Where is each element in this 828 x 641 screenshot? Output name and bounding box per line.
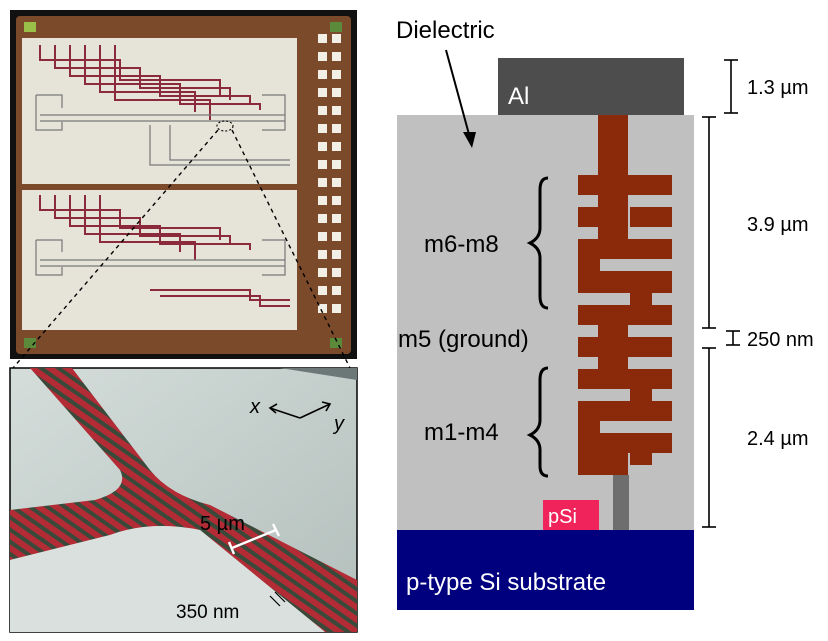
pitch-label: 350 nm xyxy=(176,602,239,623)
dimension-bars xyxy=(702,59,740,528)
lower-layer-label: m1-m4 xyxy=(424,419,499,446)
upper-thickness: 3.9 µm xyxy=(747,214,809,236)
upper-layer-label: m6-m8 xyxy=(424,231,499,258)
substrate xyxy=(397,530,694,610)
width-indicator xyxy=(231,528,277,550)
metal-stack xyxy=(578,115,672,475)
lower-thickness: 2.4 µm xyxy=(747,428,809,450)
chip-traces-upper xyxy=(39,45,261,120)
pitch-indicator xyxy=(269,591,286,607)
al-label: Al xyxy=(508,83,529,110)
ground-layer-label: m5 (ground) xyxy=(398,326,529,353)
psi-region xyxy=(543,500,599,530)
substrate-label: p-type Si substrate xyxy=(406,569,606,596)
width-label: 5 µm xyxy=(200,513,245,535)
al-thickness: 1.3 µm xyxy=(747,77,809,99)
axis-x-label: x xyxy=(249,396,261,418)
dielectric-label: Dielectric xyxy=(396,17,495,44)
ground-thickness: 250 nm xyxy=(747,329,814,351)
dielectric-arrow xyxy=(445,49,471,139)
waveguide-render: x y 5 µm 350 nm xyxy=(9,367,358,633)
via xyxy=(613,475,629,530)
axis-indicator xyxy=(268,401,332,419)
upper-layer-brace xyxy=(526,176,549,310)
chip-traces-lower xyxy=(39,195,290,307)
chip-photo xyxy=(10,10,357,359)
al-layer xyxy=(498,58,684,115)
zoom-marker xyxy=(216,120,234,132)
cross-section: Al p xyxy=(396,17,814,610)
chip-bond-pads xyxy=(318,34,341,313)
lower-layer-brace xyxy=(526,366,549,478)
striped-waveguide xyxy=(10,368,357,632)
axis-y-label: y xyxy=(332,413,345,435)
psi-label: pSi xyxy=(548,506,577,528)
